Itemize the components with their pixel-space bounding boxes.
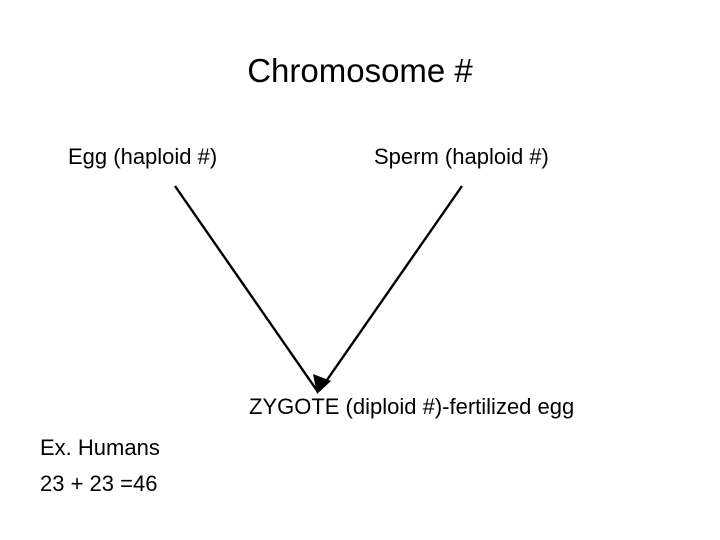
sperm-label: Sperm (haploid #)	[374, 144, 549, 169]
sperm-to-zygote-line	[319, 185, 463, 391]
example-block: Ex. Humans 23 + 23 =46	[40, 430, 160, 501]
zygote-arrowhead-icon	[313, 374, 331, 394]
egg-to-zygote-line	[174, 185, 319, 393]
example-heading: Ex. Humans	[40, 435, 160, 460]
egg-label: Egg (haploid #)	[68, 144, 218, 169]
example-equation: 23 + 23 =46	[40, 470, 158, 496]
page-title: Chromosome #	[247, 52, 473, 89]
zygote-label: ZYGOTE (diploid #)-fertilized egg	[249, 394, 575, 419]
